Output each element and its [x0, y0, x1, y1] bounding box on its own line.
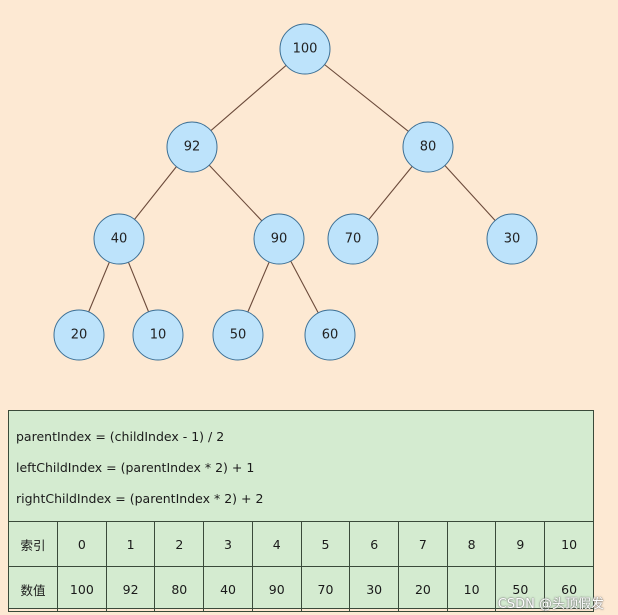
formula-panel: parentIndex = (childIndex - 1) / 2 leftC…	[8, 410, 594, 612]
index-cell: 0	[57, 521, 107, 567]
tree-node-label: 10	[150, 328, 167, 343]
value-cell: 30	[349, 566, 400, 612]
tree-node-label: 40	[111, 232, 128, 247]
value-cell: 10	[446, 566, 497, 612]
tree-node-label: 30	[504, 232, 521, 247]
tree-node: 90	[253, 213, 305, 265]
tree-node-circle	[53, 309, 105, 361]
tree-node-label: 92	[184, 140, 201, 155]
tree-node: 60	[304, 309, 356, 361]
tree-node: 20	[53, 309, 105, 361]
tree-node-circle	[132, 309, 184, 361]
tree-node: 92	[166, 121, 218, 173]
index-cell: 1	[105, 521, 156, 567]
tree-node-label: 100	[293, 42, 318, 57]
parent-index-formula: parentIndex = (childIndex - 1) / 2	[16, 429, 225, 444]
tree-node: 30	[486, 213, 538, 265]
index-cell: 3	[203, 521, 253, 567]
tree-node-circle	[304, 309, 356, 361]
heap-tree-diagram: 100 92 80 40 90 70 30 20 10 50 60	[53, 23, 538, 361]
value-cell: 70	[300, 566, 351, 612]
tree-node-circle	[253, 213, 305, 265]
tree-node: 40	[93, 213, 145, 265]
value-cell: 60	[544, 566, 594, 612]
index-cell: 7	[398, 521, 448, 567]
tree-node-circle	[279, 23, 331, 75]
tree-node-circle	[93, 213, 145, 265]
watermark: CSDN @头顶假发	[497, 597, 604, 612]
index-cell: 8	[446, 521, 497, 567]
index-cell: 9	[495, 521, 546, 567]
tree-node-label: 70	[345, 232, 362, 247]
tree-node: 50	[212, 309, 264, 361]
tree-node-label: 50	[230, 328, 247, 343]
tree-node-label: 20	[71, 328, 88, 343]
tree-nodes: 100 92 80 40 90 70 30 20 10 50 60	[53, 23, 538, 361]
value-cell: 92	[105, 566, 156, 612]
tree-edges	[78, 48, 513, 336]
tree-node-circle	[327, 213, 379, 265]
index-cell: 6	[349, 521, 400, 567]
tree-node: 70	[327, 213, 379, 265]
index-cell: 10	[544, 521, 594, 567]
tree-node: 100	[279, 23, 331, 75]
tree-node: 10	[132, 309, 184, 361]
index-row-header: 索引	[8, 521, 58, 567]
tree-node-circle	[166, 121, 218, 173]
value-cell: 100	[57, 566, 107, 612]
tree-node-circle	[486, 213, 538, 265]
index-cell: 5	[300, 521, 351, 567]
tree-node-label: 80	[420, 140, 437, 155]
left-child-index-formula: leftChildIndex = (parentIndex * 2) + 1	[16, 460, 255, 475]
tree-edge-n0-n2	[304, 48, 429, 148]
tree-node: 80	[402, 121, 454, 173]
tree-node-label: 60	[322, 328, 339, 343]
index-cell: 4	[251, 521, 302, 567]
tree-node-circle	[212, 309, 264, 361]
right-child-index-formula: rightChildIndex = (parentIndex * 2) + 2	[16, 491, 264, 506]
index-cell: 2	[154, 521, 205, 567]
value-cell: 80	[154, 566, 205, 612]
tree-node-label: 90	[271, 232, 288, 247]
value-cell: 20	[398, 566, 448, 612]
value-cell: 40	[203, 566, 253, 612]
value-cell: 90	[251, 566, 302, 612]
value-row-header: 数值	[8, 566, 58, 612]
tree-node-circle	[402, 121, 454, 173]
